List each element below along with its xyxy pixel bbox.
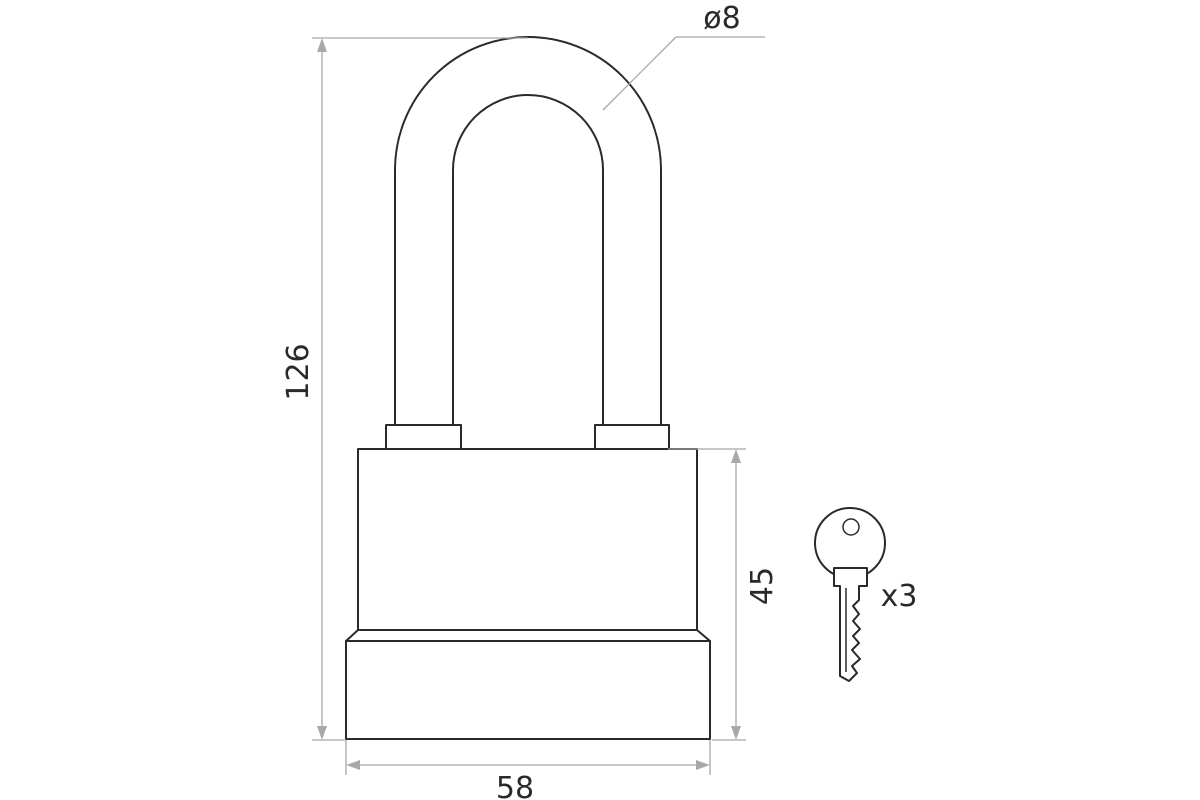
shackle-diameter-label: ø8: [703, 1, 740, 36]
total-height-label: 126: [281, 343, 316, 400]
body-height-label: 45: [745, 567, 780, 605]
shackle: [394, 36, 662, 426]
shackle-collar-right: [594, 424, 670, 450]
dimension-total-height: 126: [281, 37, 528, 741]
lock-body-base: [345, 640, 711, 740]
shackle-collar-left: [385, 424, 462, 450]
padlock: [345, 36, 711, 740]
dimension-shackle-diameter: ø8: [602, 1, 765, 111]
key-count-label: x3: [881, 579, 918, 614]
dimension-body-height: 45: [668, 448, 780, 741]
dimension-body-width: 58: [345, 740, 711, 800]
lock-body-chamfer: [345, 629, 711, 642]
body-width-label: 58: [496, 771, 534, 800]
lock-body-upper: [357, 448, 698, 631]
key-icon: [814, 507, 886, 682]
